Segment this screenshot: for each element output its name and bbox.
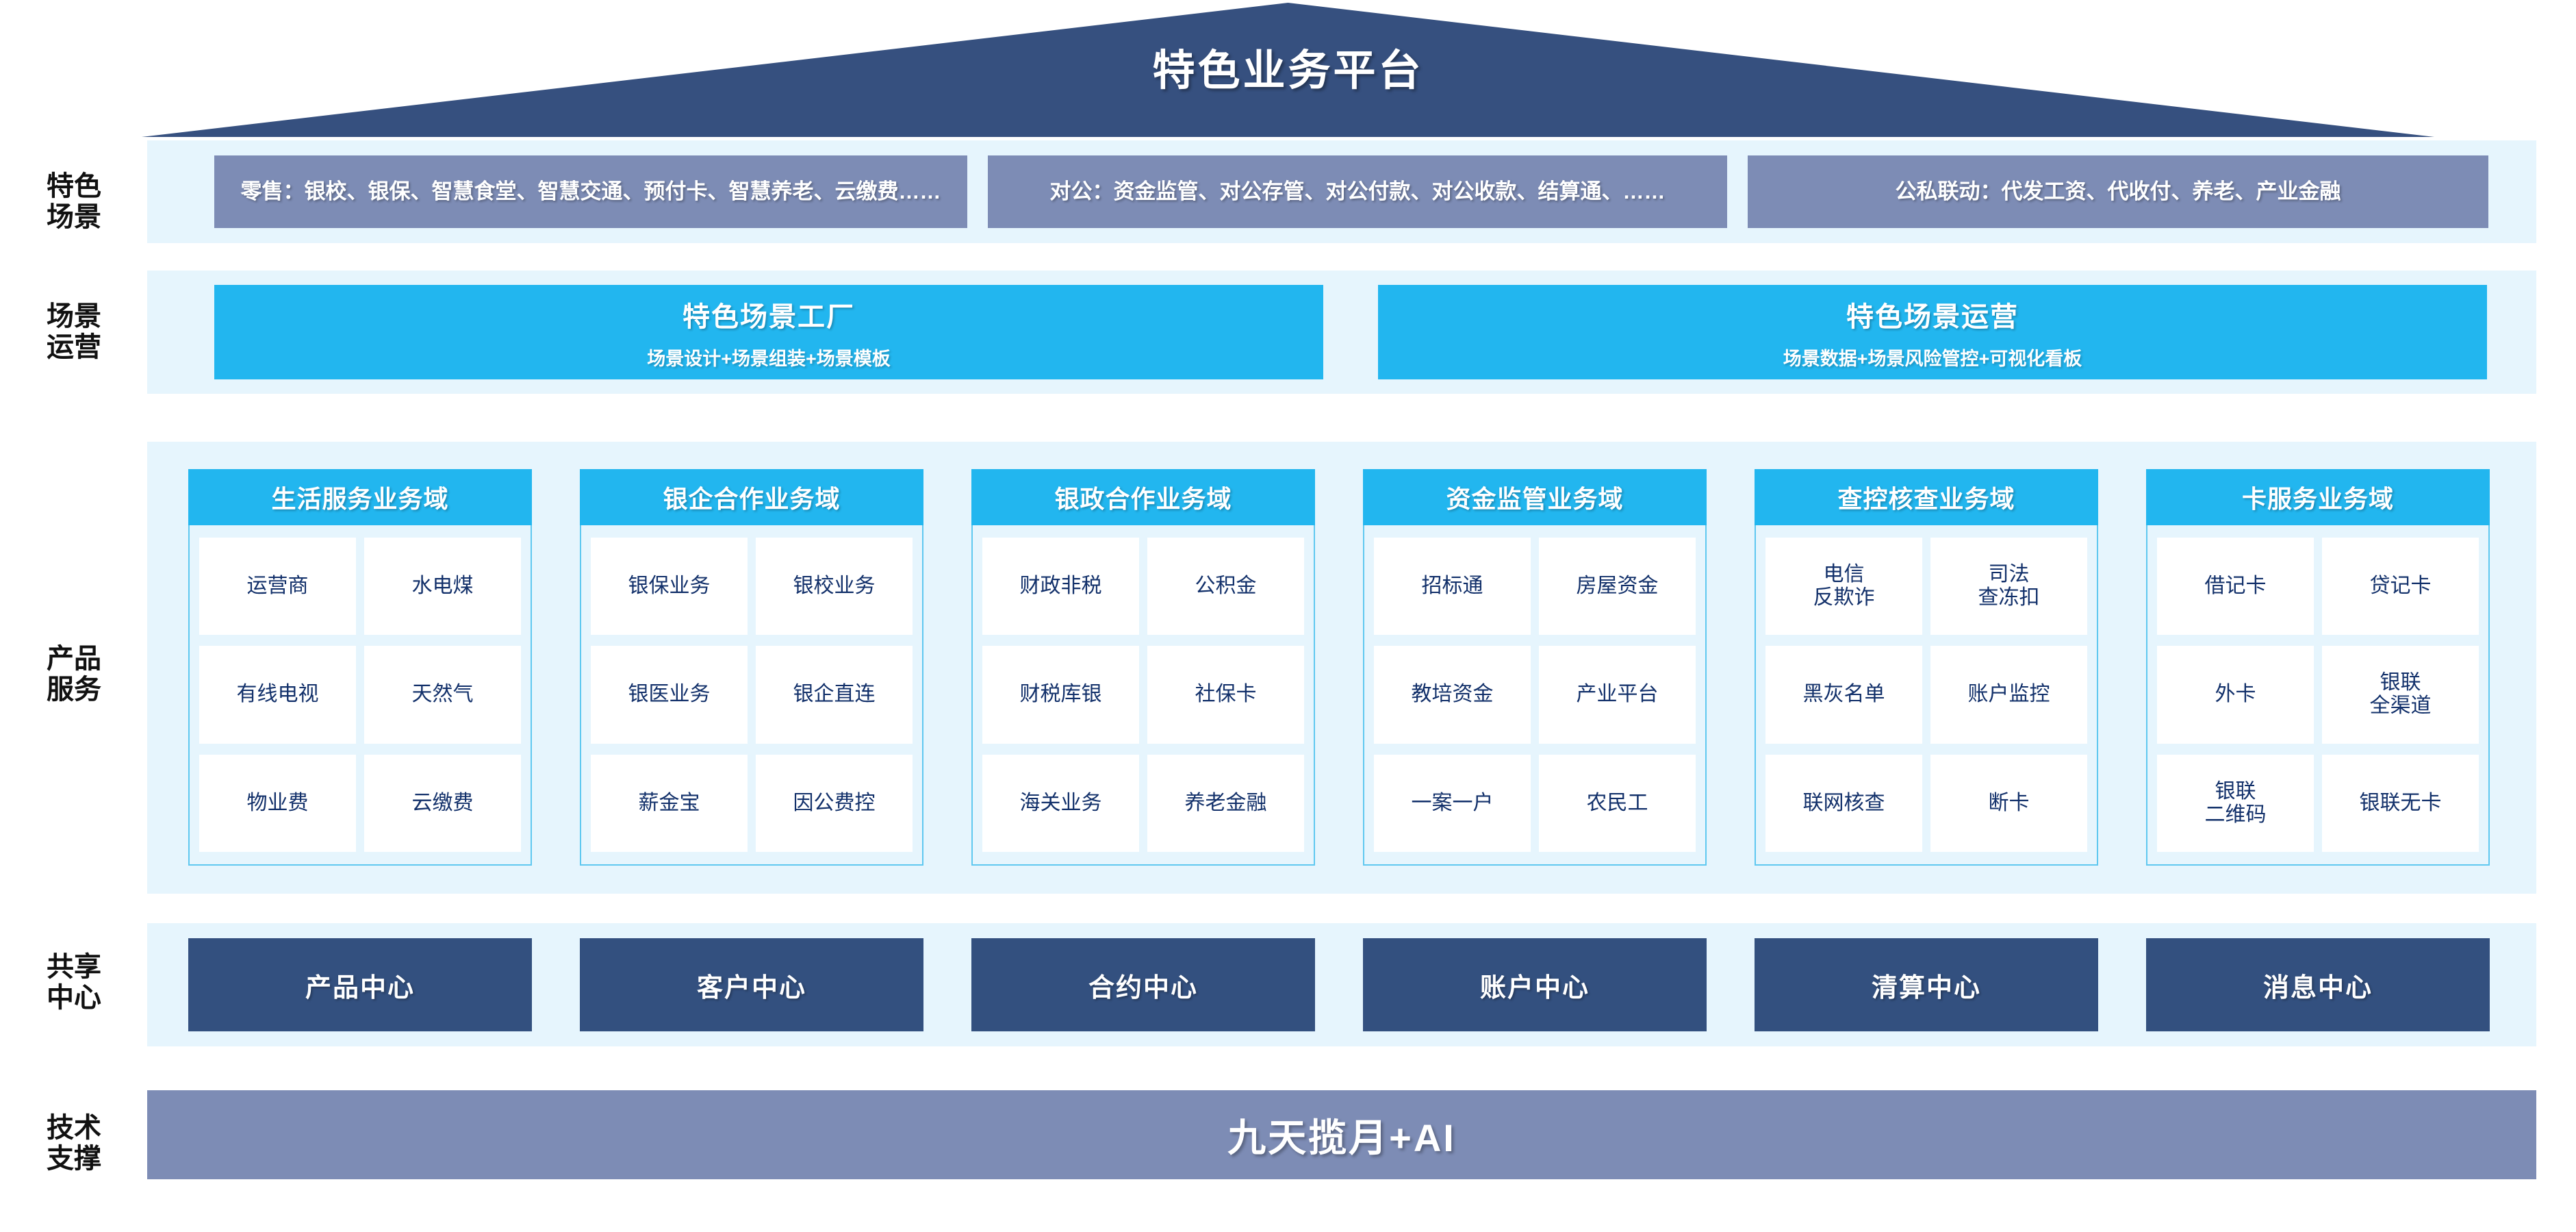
operation-box-scene-operations[interactable]: 特色场景运营 场景数据+场景风险管控+可视化看板 — [1378, 285, 2487, 379]
tech-support-label: 九天揽月+AI — [1227, 1116, 1456, 1159]
domain-tile[interactable]: 银联 全渠道 — [2322, 646, 2479, 744]
domain-header[interactable]: 银企合作业务域 — [580, 469, 923, 525]
domain-tile-grid: 电信 反欺诈 司法 查冻扣 黑灰名单 账户监控 联网核查 断卡 — [1755, 525, 2098, 866]
domain-header[interactable]: 银政合作业务域 — [971, 469, 1315, 525]
domain-tile[interactable]: 水电煤 — [364, 538, 521, 636]
operation-subtitle: 场景数据+场景风险管控+可视化看板 — [1783, 348, 2082, 369]
domain-tile[interactable]: 电信 反欺诈 — [1765, 538, 1922, 636]
domain-column-card-service: 卡服务业务域 借记卡 贷记卡 外卡 银联 全渠道 银联 二维码 银联无卡 — [2146, 469, 2490, 866]
domain-tile[interactable]: 银医业务 — [591, 646, 748, 744]
shared-center-contract[interactable]: 合约中心 — [971, 938, 1315, 1031]
domain-tile[interactable]: 借记卡 — [2157, 538, 2314, 636]
domain-tile[interactable]: 运营商 — [199, 538, 356, 636]
domain-column-bank-enterprise: 银企合作业务域 银保业务 银校业务 银医业务 银企直连 薪金宝 因公费控 — [580, 469, 923, 866]
scenario-box-public-private[interactable]: 公私联动：代发工资、代收付、养老、产业金融 — [1748, 155, 2488, 228]
domain-column-life-service: 生活服务业务域 运营商 水电煤 有线电视 天然气 物业费 云缴费 — [188, 469, 532, 866]
operation-subtitle: 场景设计+场景组装+场景模板 — [647, 348, 891, 369]
domain-tile[interactable]: 天然气 — [364, 646, 521, 744]
domain-header[interactable]: 卡服务业务域 — [2146, 469, 2490, 525]
domain-tile[interactable]: 司法 查冻扣 — [1930, 538, 2087, 636]
domain-tile[interactable]: 银联无卡 — [2322, 754, 2479, 852]
domain-tile[interactable]: 银保业务 — [591, 538, 748, 636]
domain-tile[interactable]: 贷记卡 — [2322, 538, 2479, 636]
domain-tile-grid: 借记卡 贷记卡 外卡 银联 全渠道 银联 二维码 银联无卡 — [2146, 525, 2490, 866]
shared-center-product[interactable]: 产品中心 — [188, 938, 532, 1031]
domain-tile[interactable]: 一案一户 — [1374, 754, 1531, 852]
domain-tile-grid: 招标通 房屋资金 教培资金 产业平台 一案一户 农民工 — [1363, 525, 1707, 866]
operation-band: 特色场景工厂 场景设计+场景组装+场景模板 特色场景运营 场景数据+场景风险管控… — [147, 271, 2536, 394]
domain-header[interactable]: 查控核查业务域 — [1755, 469, 2098, 525]
domain-tile[interactable]: 产业平台 — [1539, 646, 1696, 744]
domain-tile[interactable]: 云缴费 — [364, 754, 521, 852]
product-service-band: 生活服务业务域 运营商 水电煤 有线电视 天然气 物业费 云缴费 银企合作业务域… — [147, 442, 2536, 894]
row-label-shared: 共享 中心 — [47, 952, 101, 1013]
scenario-box-retail[interactable]: 零售：银校、银保、智慧食堂、智慧交通、预付卡、智慧养老、云缴费…… — [214, 155, 967, 228]
domain-tile[interactable]: 社保卡 — [1147, 646, 1304, 744]
tech-support-band: 九天揽月+AI — [147, 1090, 2536, 1179]
domain-tile[interactable]: 农民工 — [1539, 754, 1696, 852]
row-label-operation: 场景 运营 — [47, 301, 101, 362]
domain-tile[interactable]: 房屋资金 — [1539, 538, 1696, 636]
shared-center-account[interactable]: 账户中心 — [1363, 938, 1707, 1031]
row-label-tech: 技术 支撑 — [47, 1113, 101, 1174]
domain-tile[interactable]: 物业费 — [199, 754, 356, 852]
domain-tile[interactable]: 有线电视 — [199, 646, 356, 744]
platform-roof-banner: 特色业务平台 — [0, 0, 2576, 137]
domain-header[interactable]: 资金监管业务域 — [1363, 469, 1707, 525]
domain-tile[interactable]: 断卡 — [1930, 754, 2087, 852]
domain-tile[interactable]: 财税库银 — [982, 646, 1139, 744]
domain-tile[interactable]: 黑灰名单 — [1765, 646, 1922, 744]
domain-tile[interactable]: 账户监控 — [1930, 646, 2087, 744]
domain-tile[interactable]: 薪金宝 — [591, 754, 748, 852]
shared-center-clearing[interactable]: 清算中心 — [1755, 938, 2098, 1031]
domain-tile-grid: 财政非税 公积金 财税库银 社保卡 海关业务 养老金融 — [971, 525, 1315, 866]
row-label-product: 产品 服务 — [47, 644, 101, 705]
operation-title: 特色场景工厂 — [683, 301, 855, 332]
domain-tile[interactable]: 招标通 — [1374, 538, 1531, 636]
shared-center-band: 产品中心 客户中心 合约中心 账户中心 清算中心 消息中心 — [147, 923, 2536, 1046]
scenario-box-corporate[interactable]: 对公：资金监管、对公存管、对公付款、对公收款、结算通、…… — [988, 155, 1727, 228]
domain-tile[interactable]: 联网核查 — [1765, 754, 1922, 852]
domain-tile[interactable]: 教培资金 — [1374, 646, 1531, 744]
operation-box-scene-factory[interactable]: 特色场景工厂 场景设计+场景组装+场景模板 — [214, 285, 1323, 379]
domain-tile[interactable]: 因公费控 — [756, 754, 913, 852]
shared-center-message[interactable]: 消息中心 — [2146, 938, 2490, 1031]
domain-tile[interactable]: 养老金融 — [1147, 754, 1304, 852]
domain-tile[interactable]: 银校业务 — [756, 538, 913, 636]
domain-column-fund-supervision: 资金监管业务域 招标通 房屋资金 教培资金 产业平台 一案一户 农民工 — [1363, 469, 1707, 866]
page-title: 特色业务平台 — [1152, 47, 1424, 95]
domain-tile[interactable]: 财政非税 — [982, 538, 1139, 636]
domain-tile[interactable]: 银联 二维码 — [2157, 754, 2314, 852]
domain-column-bank-government: 银政合作业务域 财政非税 公积金 财税库银 社保卡 海关业务 养老金融 — [971, 469, 1315, 866]
operation-title: 特色场景运营 — [1846, 301, 2019, 332]
shared-center-customer[interactable]: 客户中心 — [580, 938, 923, 1031]
domain-column-investigation-control: 查控核查业务域 电信 反欺诈 司法 查冻扣 黑灰名单 账户监控 联网核查 断卡 — [1755, 469, 2098, 866]
domain-tile-grid: 运营商 水电煤 有线电视 天然气 物业费 云缴费 — [188, 525, 532, 866]
row-label-scene: 特色 场景 — [47, 171, 101, 232]
domain-tile[interactable]: 银企直连 — [756, 646, 913, 744]
scenario-band: 零售：银校、银保、智慧食堂、智慧交通、预付卡、智慧养老、云缴费…… 对公：资金监… — [147, 140, 2536, 243]
domain-tile[interactable]: 公积金 — [1147, 538, 1304, 636]
domain-tile-grid: 银保业务 银校业务 银医业务 银企直连 薪金宝 因公费控 — [580, 525, 923, 866]
domain-header[interactable]: 生活服务业务域 — [188, 469, 532, 525]
domain-tile[interactable]: 海关业务 — [982, 754, 1139, 852]
domain-tile[interactable]: 外卡 — [2157, 646, 2314, 744]
